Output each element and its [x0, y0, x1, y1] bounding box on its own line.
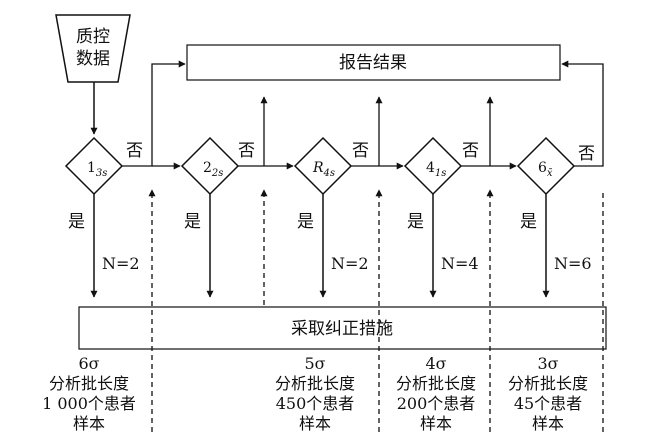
n-label-rule5: N=6 — [554, 254, 592, 273]
caption-4sigma-line3: 200个患者 — [397, 394, 476, 413]
n-label-rule4: N=4 — [441, 254, 479, 273]
n-label-rule1: N=2 — [102, 254, 140, 273]
qc-data-input: 质控 数据 — [55, 14, 131, 83]
yes-label-3: 是 — [297, 212, 314, 232]
rule1-no-to-report-arrow — [122, 60, 186, 167]
no-label-4: 否 — [462, 141, 479, 161]
n-label-rule3: N=2 — [331, 254, 369, 273]
yes-label-1: 是 — [68, 212, 85, 232]
caption-4sigma: 4σ 分析批长度 200个患者 样本 — [396, 354, 476, 433]
caption-5sigma-line4: 样本 — [299, 414, 331, 433]
yes-label-2: 是 — [184, 212, 201, 232]
rule-1-3s-label: 13s — [87, 160, 107, 179]
rule-4-1s-sub: 1s — [435, 168, 447, 179]
rule-1-3s-main: 1 — [87, 160, 96, 176]
rule-6-xbar-sub: x̄ — [547, 168, 553, 179]
rule-2-2s-main: 2 — [203, 160, 212, 176]
rule-4-1s-main: 4 — [426, 160, 435, 176]
caption-5sigma-line3: 450个患者 — [276, 394, 355, 413]
rule-r-4s-sub: 4s — [323, 168, 336, 179]
caption-6sigma-line4: 样本 — [73, 414, 105, 433]
rule-1-3s-sub: 3s — [96, 168, 108, 179]
caption-6sigma-line3: 1 000个患者 — [42, 394, 136, 413]
rule-diamond-6-xbar: 6x̄ — [516, 136, 576, 196]
corrective-action-box: 采取纠正措施 — [78, 306, 607, 350]
rule-diamond-1-3s: 13s — [64, 136, 124, 196]
caption-3sigma-line2: 分析批长度 — [508, 374, 588, 393]
caption-6sigma: 6σ 分析批长度 1 000个患者 样本 — [42, 354, 136, 433]
caption-3sigma-sigma: 3σ — [537, 354, 558, 373]
caption-4sigma-line4: 样本 — [420, 414, 452, 433]
rule-r-4s-main: R — [312, 160, 324, 176]
rule-6-xbar-main: 6 — [538, 160, 547, 176]
caption-3sigma: 3σ 分析批长度 45个患者 样本 — [508, 354, 588, 433]
caption-4sigma-line2: 分析批长度 — [396, 374, 476, 393]
rule-2-2s-sub: 2s — [211, 168, 224, 179]
caption-5sigma-sigma: 5σ — [304, 354, 325, 373]
caption-6sigma-line2: 分析批长度 — [49, 374, 129, 393]
caption-5sigma-line2: 分析批长度 — [275, 374, 355, 393]
yes-label-4: 是 — [407, 212, 424, 232]
rule-r-4s-label: R4s — [312, 160, 335, 179]
rule-6-xbar-label: 6x̄ — [538, 160, 553, 179]
report-result-box: 报告结果 — [186, 44, 561, 81]
no-label-1: 否 — [126, 141, 143, 161]
rule-diamond-r-4s: R4s — [293, 136, 353, 196]
caption-6sigma-sigma: 6σ — [78, 354, 99, 373]
no-label-5: 否 — [578, 144, 595, 164]
caption-5sigma: 5σ 分析批长度 450个患者 样本 — [275, 354, 355, 433]
caption-4sigma-sigma: 4σ — [425, 354, 446, 373]
report-result-label: 报告结果 — [339, 53, 407, 73]
no-label-3: 否 — [352, 141, 369, 161]
rule-diamond-2-2s: 22s — [180, 136, 240, 196]
rule-diamond-4-1s: 41s — [403, 136, 463, 196]
no-label-2: 否 — [238, 141, 255, 161]
rule-4-1s-label: 41s — [426, 160, 446, 179]
yes-label-5: 是 — [520, 212, 537, 232]
corrective-action-label: 采取纠正措施 — [291, 319, 393, 339]
caption-3sigma-line3: 45个患者 — [514, 394, 582, 413]
qc-data-line2: 数据 — [76, 49, 110, 69]
caption-3sigma-line4: 样本 — [532, 414, 564, 433]
rule5-no-to-report-arrow — [561, 60, 604, 167]
qc-data-line1: 质控 — [76, 27, 110, 47]
rule-2-2s-label: 22s — [203, 160, 223, 179]
